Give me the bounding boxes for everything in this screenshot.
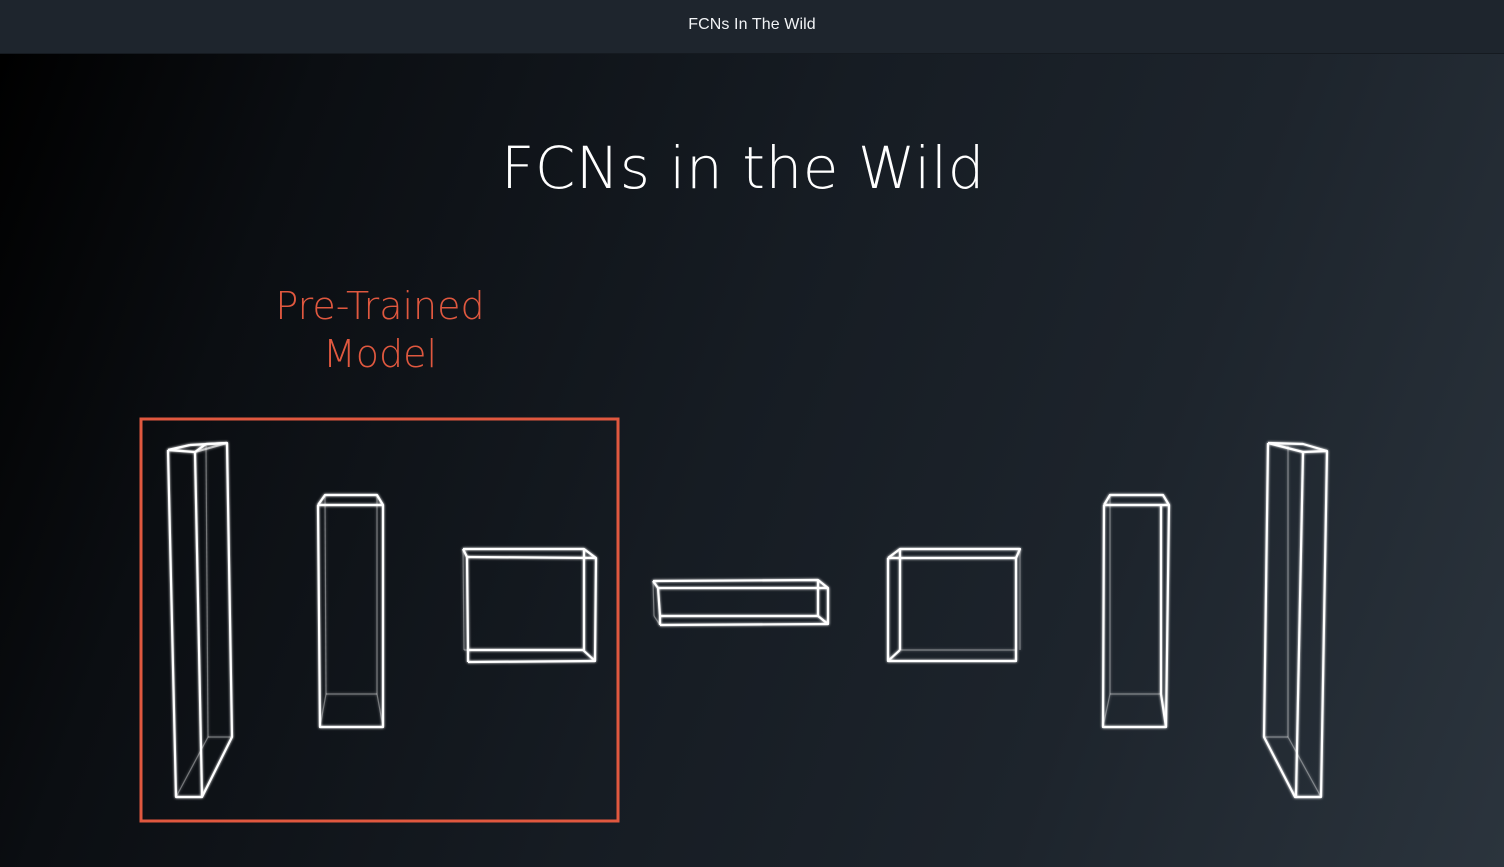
encoder-layer-1	[166, 441, 234, 799]
pretrained-label-line1: Pre-Trained	[275, 284, 485, 328]
decoder-layer-3	[1262, 441, 1329, 799]
top-bar: FCNs In The Wild	[0, 0, 1504, 54]
pretrained-model-label: Pre-Trained Model	[230, 282, 530, 378]
slide-canvas: FCNs in the Wild Pre-Trained Model	[0, 54, 1504, 867]
fcn-architecture-diagram	[139, 417, 1329, 823]
decoder-layer-2	[1101, 493, 1171, 729]
decoder-layer-1	[886, 547, 1022, 663]
pretrained-model-box	[139, 417, 620, 823]
bottleneck-layer	[652, 578, 830, 627]
pretrained-label-line2: Model	[322, 332, 438, 376]
encoder-layer-2	[316, 493, 385, 729]
slide-title: FCNs in the Wild	[501, 134, 985, 202]
encoder-layer-3	[462, 547, 598, 664]
window-title: FCNs In The Wild	[688, 16, 816, 33]
